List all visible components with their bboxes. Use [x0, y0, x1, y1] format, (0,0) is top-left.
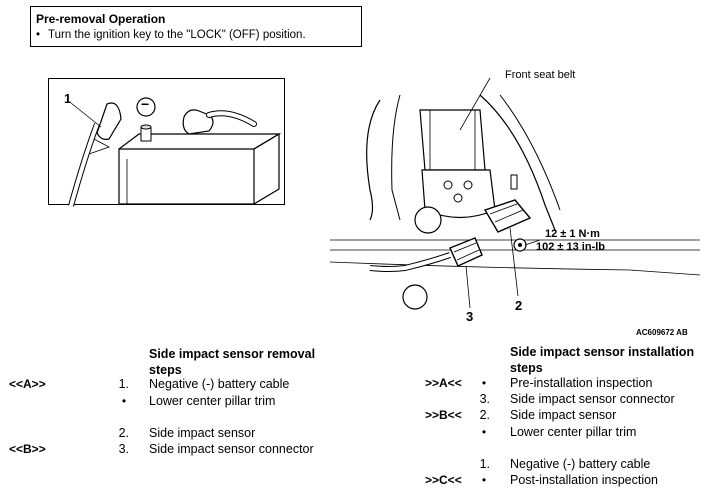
pre-removal-title: Pre-removal Operation	[36, 12, 166, 26]
bullet-icon: •	[481, 425, 487, 439]
installation-header-line2: steps	[510, 361, 543, 375]
sensor-location-illustration	[329, 77, 701, 310]
step-text: Lower center pillar trim	[510, 425, 637, 439]
pre-removal-step: • Turn the ignition key to the "LOCK" (OF…	[36, 29, 306, 41]
step-mark: >>B<<	[425, 408, 462, 422]
bullet-icon: •	[481, 376, 487, 390]
removal-header-line1: Side impact sensor removal	[149, 347, 316, 361]
removal-row: <<A>> 1. Negative (-) battery cable	[0, 377, 360, 393]
step-mark: <<B>>	[9, 442, 46, 456]
torque-imperial-label: 102 ± 13 in-lb	[536, 241, 606, 253]
step-text: Side impact sensor connector	[510, 392, 675, 406]
step-number: 1.	[479, 457, 490, 471]
pre-removal-box: Pre-removal Operation • Turn the ignition…	[30, 6, 362, 47]
step-number: 2.	[118, 426, 129, 440]
front-seat-belt-label: Front seat belt	[505, 69, 576, 81]
step-mark: <<A>>	[9, 377, 46, 391]
installation-row: >>C<< • Post-installation inspection	[370, 473, 714, 489]
installation-row: • Lower center pillar trim	[370, 425, 714, 441]
bullet-icon: •	[481, 473, 487, 487]
bullet-icon: •	[36, 29, 41, 41]
battery-inset: 1 −	[48, 78, 285, 207]
step-number: 2.	[479, 408, 490, 422]
battery-callout-1: 1	[64, 91, 72, 106]
step-text: Pre-installation inspection	[510, 376, 653, 390]
step-number: 3.	[479, 392, 490, 406]
figure-code: AC609672 AB	[636, 328, 688, 337]
callout-3: 3	[466, 309, 474, 324]
step-text: Post-installation inspection	[510, 473, 658, 487]
removal-row: • Lower center pillar trim	[0, 394, 360, 410]
torque-metric-label: 12 ± 1 N·m	[545, 228, 600, 240]
callout-2: 2	[515, 298, 523, 313]
installation-row: 1. Negative (-) battery cable	[370, 457, 714, 473]
removal-header: Side impact sensor removal steps	[149, 346, 349, 378]
installation-row: >>A<< • Pre-installation inspection	[370, 376, 714, 392]
removal-row: 2. Side impact sensor	[0, 426, 360, 442]
negative-symbol: −	[141, 96, 150, 112]
pre-removal-step-text: Turn the ignition key to the "LOCK" (OFF…	[48, 29, 306, 41]
installation-header-line1: Side impact sensor installation	[510, 345, 695, 359]
removal-header-line2: steps	[149, 363, 182, 377]
step-text: Side impact sensor connector	[149, 442, 314, 456]
step-number: 1.	[118, 377, 129, 391]
bullet-icon: •	[121, 394, 127, 408]
step-text: Lower center pillar trim	[149, 394, 276, 408]
step-mark: >>A<<	[425, 376, 462, 390]
step-text: Negative (-) battery cable	[149, 377, 290, 391]
step-text: Negative (-) battery cable	[510, 457, 651, 471]
installation-row: >>B<< 2. Side impact sensor	[370, 408, 714, 424]
step-text: Side impact sensor	[149, 426, 256, 440]
installation-header: Side impact sensor installation steps	[510, 344, 714, 376]
step-mark: >>C<<	[425, 473, 462, 487]
step-number: 3.	[118, 442, 129, 456]
battery-illustration	[68, 97, 282, 207]
installation-row: 3. Side impact sensor connector	[370, 392, 714, 408]
removal-row: <<B>> 3. Side impact sensor connector	[0, 442, 360, 458]
step-text: Side impact sensor	[510, 408, 617, 422]
